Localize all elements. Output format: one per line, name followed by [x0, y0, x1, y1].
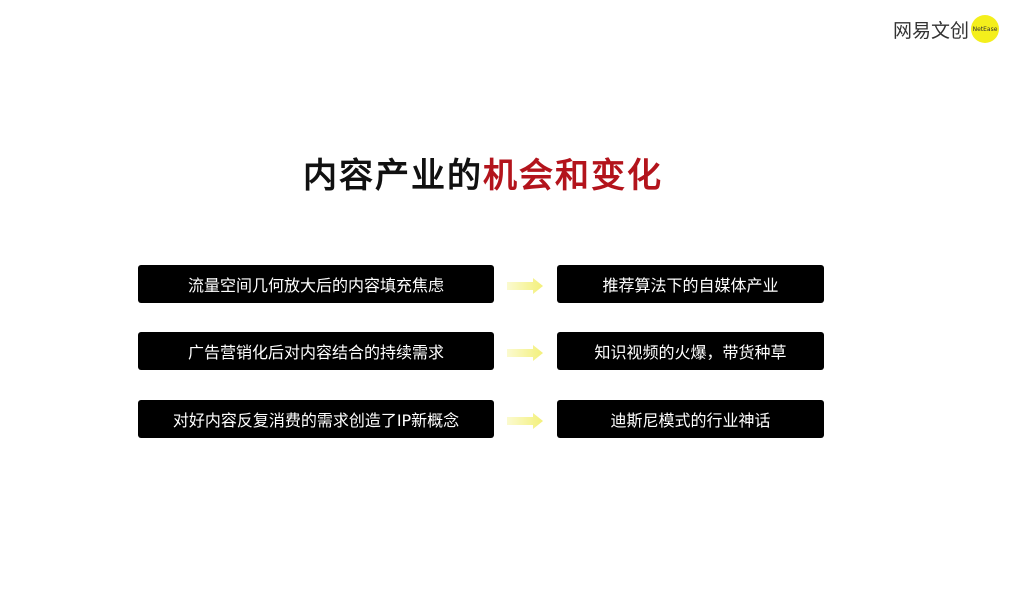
left-box-3: 对好内容反复消费的需求创造了IP新概念	[138, 400, 494, 438]
right-box-1: 推荐算法下的自媒体产业	[557, 265, 824, 303]
logo-circle: NetEase	[971, 15, 1000, 43]
left-box-1: 流量空间几何放大后的内容填充焦虑	[138, 265, 494, 303]
right-arrow-icon	[507, 345, 543, 361]
page-title: 内容产业的机会和变化	[0, 148, 966, 197]
logo-subtext: NetEase	[972, 25, 998, 33]
right-box-2: 知识视频的火爆，带货种草	[557, 332, 824, 370]
netease-logo: 网易文创 NetEase	[893, 14, 1000, 44]
logo-text: 网易文创	[893, 19, 970, 42]
right-box-3: 迪斯尼模式的行业神话	[557, 400, 824, 438]
left-box-2: 广告营销化后对内容结合的持续需求	[138, 332, 494, 370]
right-arrow-icon	[507, 413, 543, 429]
title-highlight: 机会和变化	[483, 156, 663, 196]
title-part1: 内容产业的	[303, 156, 483, 196]
right-arrow-icon	[507, 278, 543, 294]
